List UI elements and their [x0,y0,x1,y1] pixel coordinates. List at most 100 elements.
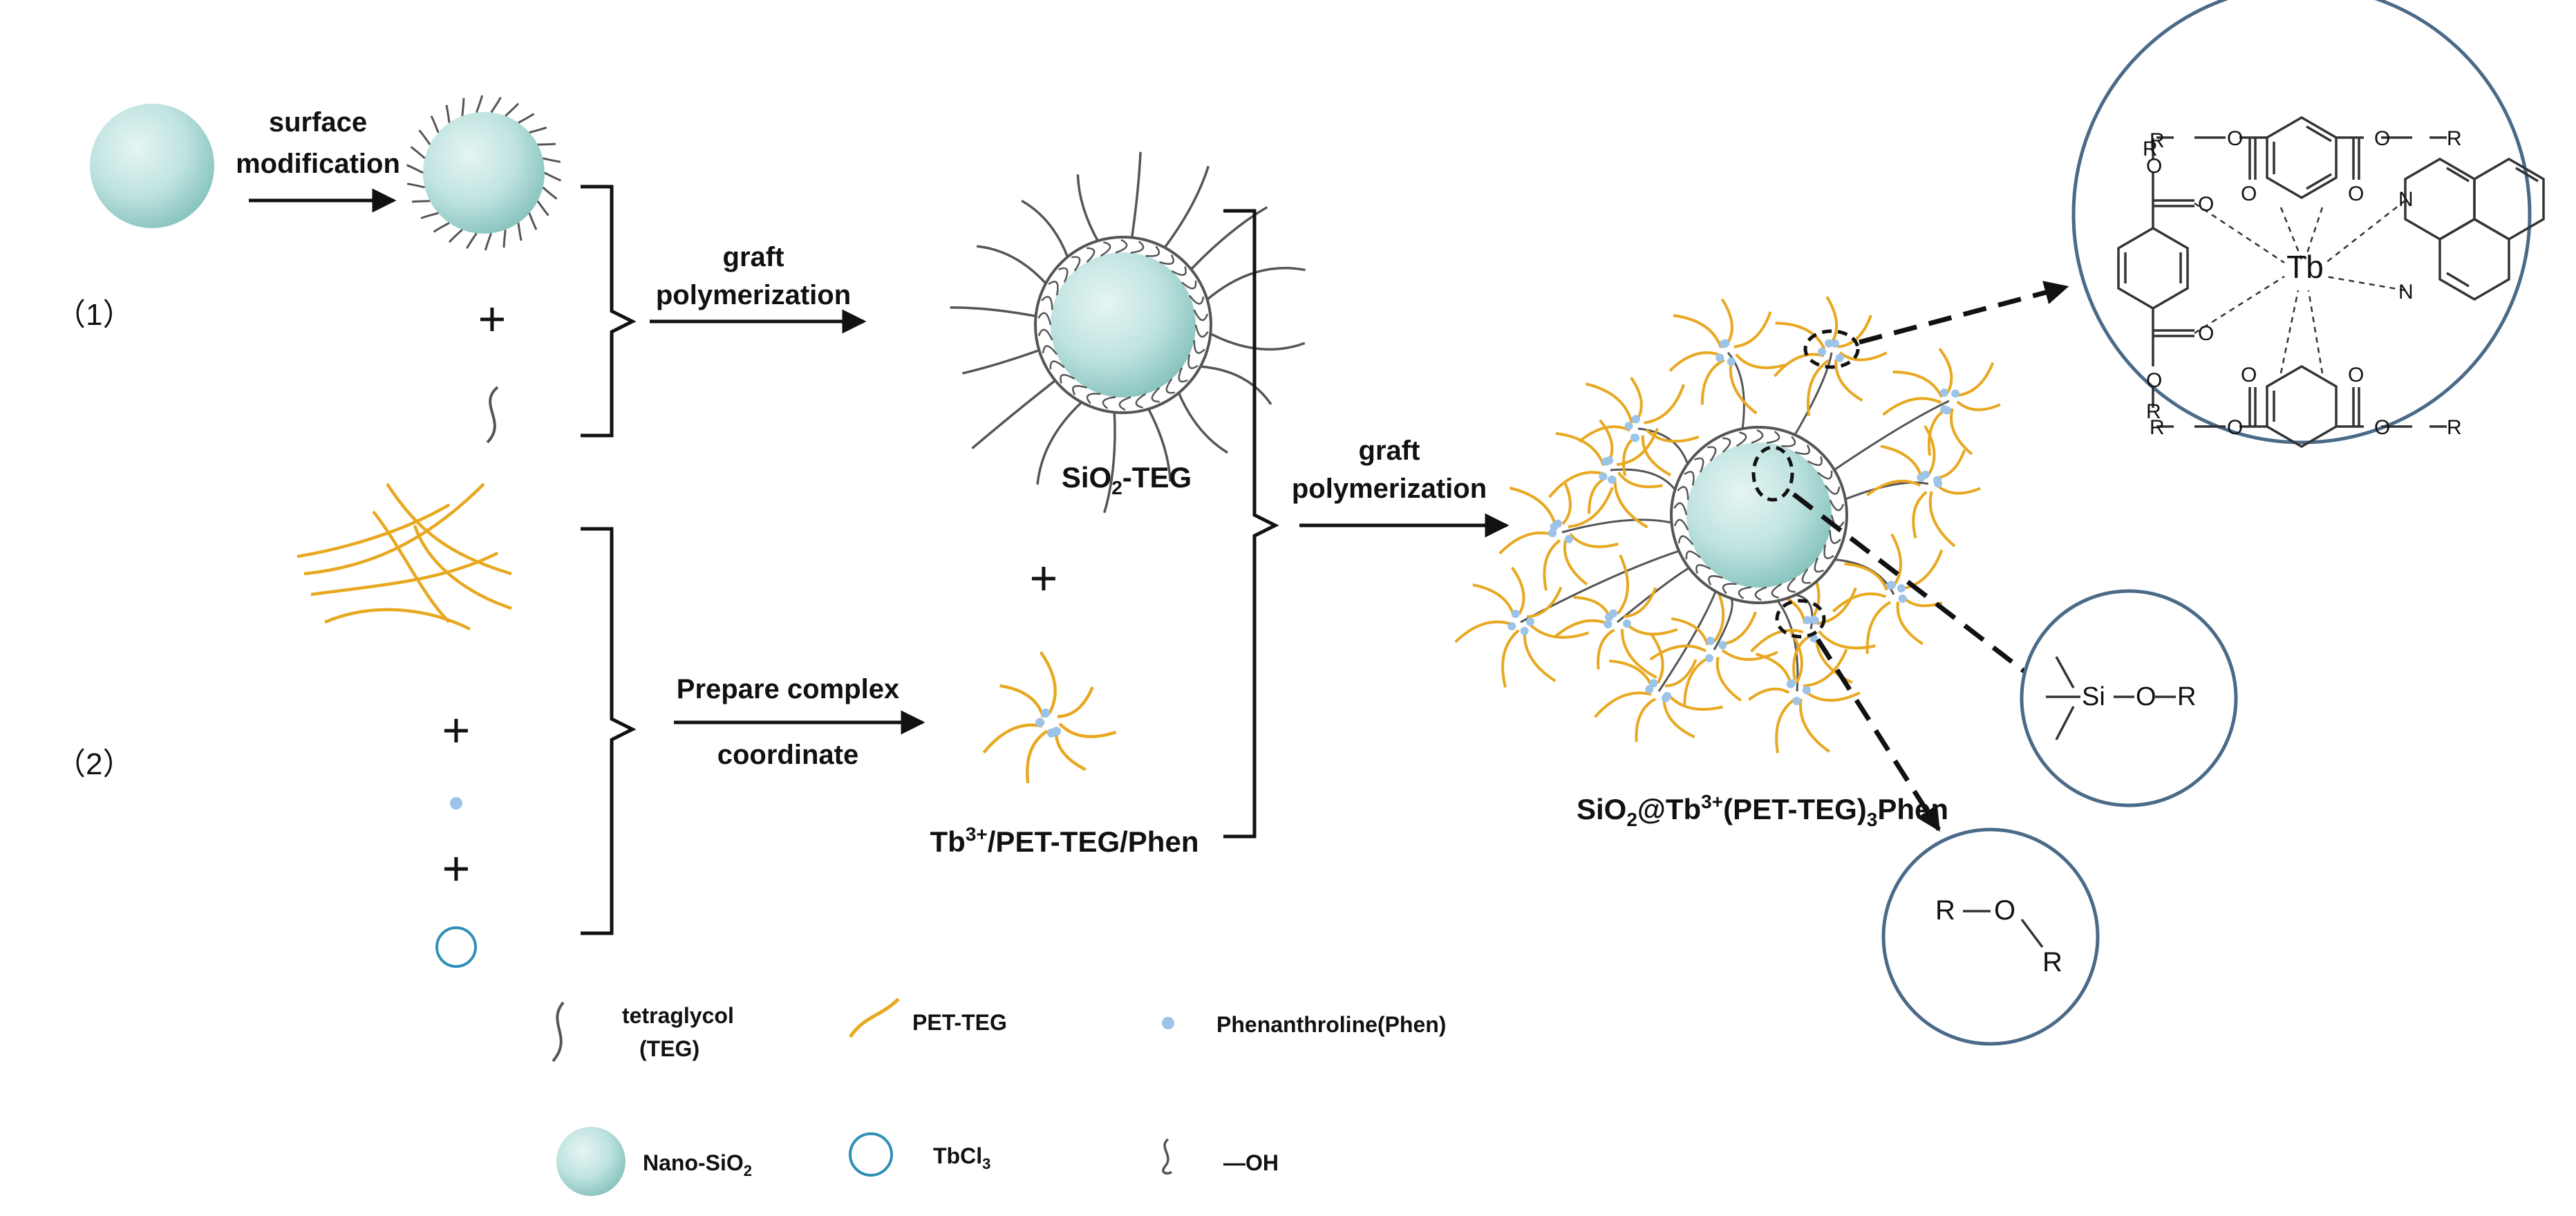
final-complex-arm [1729,359,1758,415]
surface-group [1829,530,1841,544]
final-complex-arm [1825,296,1839,346]
final-complex-arm [1934,449,1966,480]
surface-group [1171,266,1187,276]
surface-group [1165,378,1175,394]
final-complex-arm [1775,698,1796,754]
tb-pet-teg-phen-complex [982,651,1117,784]
surface-group [1041,296,1053,310]
surface-group [1151,387,1160,403]
final-complex-arm [1543,539,1561,591]
surface-group [1766,431,1780,444]
inset-o-7: O [2198,322,2214,345]
final-complex-phen [1721,339,1730,348]
final-complex-phen [1564,534,1573,543]
teg-chain [1177,392,1229,454]
final-complex-arm [1715,657,1742,702]
surface-group [1722,583,1737,595]
sio2-teg-label: SiO2-TEG [1062,461,1192,498]
graft-polymerization-1-label-1: graft [723,242,784,272]
prepare-complex-label: Prepare complex [677,674,899,704]
final-complex-arm [1880,445,1924,480]
ether-r-1: R [1935,895,1955,926]
final-complex-arm [1641,435,1672,477]
final-complex-arm [1839,351,1888,362]
final-complex-arm [1892,370,1944,398]
final-complex-arm [1832,592,1887,612]
surface-group [1102,396,1116,409]
inset-r-2: R [2447,127,2462,150]
teg-linker [1561,518,1672,534]
surface-group [1118,396,1131,411]
surface-group [1817,470,1833,480]
final-complex-arm [1662,698,1695,738]
surface-group [1707,446,1717,462]
surface-group [1695,564,1711,574]
inset-o-11: O [2227,416,2243,439]
final-complex-phen [1802,686,1811,695]
final-complex-arm [1609,660,1653,688]
sio2-teg-particle [950,151,1306,514]
teg-linker [1617,567,1690,624]
teg-linker [1610,468,1676,491]
inset-r-5: R [2150,416,2165,439]
teg-chain [971,380,1056,449]
final-complex-phen [1825,339,1834,348]
inset-o-6: O [2198,193,2214,216]
plus-row2-a: + [442,703,471,757]
pet-teg-bundle [297,483,512,631]
final-complex-arm [1912,491,1928,539]
surface-oh-group [420,212,439,219]
surface-modification-label-1: surface [269,107,367,138]
pet-teg-chain [303,483,485,576]
surface-group [1135,393,1147,409]
surface-group [1072,385,1087,395]
surface-oh-group [406,164,424,174]
legend-pet-teg-label: PET-TEG [912,1010,1007,1035]
final-complex-arm [1568,487,1614,529]
final-complex-phen [1601,457,1610,466]
surface-oh-group [517,223,523,241]
teg-chain [950,306,1036,318]
surface-group [1042,345,1058,355]
teg-chain [1200,365,1272,405]
pet-teg-chain [372,510,451,624]
final-complex-arm [1620,628,1657,679]
surface-oh-group [430,115,440,133]
surface-modification-label-2: modification [236,149,400,179]
final-complex-phen [1933,476,1942,485]
inset-o-4: O [2348,183,2364,205]
surface-oh-group [542,186,558,200]
final-complex-arm [1928,407,1948,456]
final-complex-arm [1526,586,1563,619]
surface-oh-group [410,146,426,160]
final-complex-arm [1523,629,1557,682]
surface-oh-group [484,232,493,251]
si-label: Si [2082,682,2105,711]
final-complex-arm [1720,298,1733,346]
surface-group [1037,328,1053,341]
surface-group [1736,431,1747,447]
surface-group [1771,583,1783,599]
final-complex-arm [1616,428,1660,467]
final-complex-arm [1563,539,1588,586]
final-complex-arm [1650,633,1664,684]
final-complex-arm [1527,622,1590,639]
plus-complex: + [1030,551,1058,605]
surface-group [1781,436,1796,447]
final-complex-phen [1706,637,1715,646]
inset-tb-complex: Tb R O O R O O R O O O O R O O R O O R N… [2071,0,2545,449]
brace-row1 [581,185,637,438]
sphere-core [423,112,545,234]
final-complex-arm [1804,690,1861,702]
final-complex-phen [1835,353,1844,362]
surface-group [1685,550,1701,560]
final-complex-phen [1645,685,1654,694]
final-complex-phen [1609,609,1618,618]
surface-oh-group [475,95,484,113]
teg-chain [1021,199,1069,258]
phen-dot-reactant [450,797,462,810]
surface-oh-group [490,96,502,113]
final-complex-arm [1844,562,1888,591]
surface-group [1178,367,1188,383]
final-complex-phen [1630,433,1639,442]
